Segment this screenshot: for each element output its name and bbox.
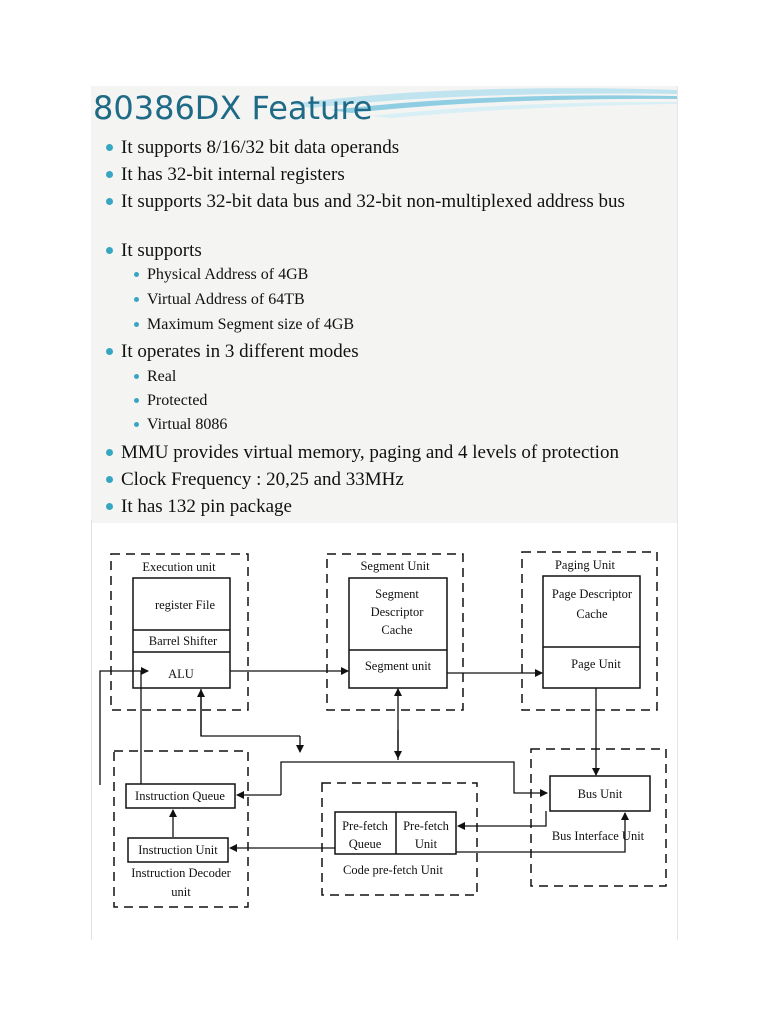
slide-title: 80386DX Feature: [93, 89, 373, 127]
bullet-modes: It operates in 3 different modes: [106, 341, 359, 362]
sub-bullet-virtual-8086: Virtual 8086: [133, 416, 228, 433]
slide: 80386DX Feature: [91, 86, 677, 523]
segment-descriptor-line3: Cache: [381, 623, 413, 637]
bus-unit-box: [549, 775, 651, 812]
block-diagram: Execution unit register File Barrel Shif…: [91, 530, 677, 940]
barrel-shifter-label: Barrel Shifter: [149, 634, 218, 648]
segment-unit-boundary: [326, 553, 464, 711]
code-prefetch-label: Code pre-fetch Unit: [343, 863, 443, 877]
bullet-clock-frequency: Clock Frequency : 20,25 and 33MHz: [106, 469, 404, 490]
instruction-queue-label: Instruction Queue: [135, 789, 225, 803]
instruction-decoder-boundary: [113, 750, 249, 908]
bullet-it-supports: It supports: [106, 240, 202, 261]
paging-box: [542, 575, 641, 689]
prefetch-unit-line1: Pre-fetch: [403, 819, 450, 833]
paging-unit-boundary: [521, 551, 658, 711]
prefetch-queue-line2: Queue: [349, 837, 382, 851]
bullet-data-operands: It supports 8/16/32 bit data operands: [105, 137, 400, 158]
instruction-unit-box: [127, 837, 229, 863]
unit-boundaries: [110, 551, 667, 908]
paging-unit-title: Paging Unit: [555, 558, 616, 572]
execution-unit-label: Execution unit: [142, 560, 216, 574]
page-unit-label: Page Unit: [571, 657, 621, 671]
bus-unit-label: Bus Unit: [578, 787, 623, 801]
prefetch-unit-line2: Unit: [415, 837, 438, 851]
sub-bullet-protected: Protected: [133, 392, 208, 409]
register-alu-box: [132, 577, 231, 689]
title-swoosh: [291, 88, 677, 118]
instruction-decoder-line1: Instruction Decoder: [131, 866, 231, 880]
bullet-data-bus: It supports 32-bit data bus and 32-bit n…: [106, 190, 661, 213]
sub-bullet-segment-size: Maximum Segment size of 4GB: [133, 316, 355, 333]
segment-unit-title: Segment Unit: [360, 559, 430, 573]
segment-descriptor-line1: Segment: [375, 587, 419, 601]
sub-bullet-physical-address: Physical Address of 4GB: [133, 266, 309, 283]
instruction-unit-label: Instruction Unit: [138, 843, 218, 857]
instruction-queue-box: [125, 783, 236, 809]
page-descriptor-line2: Cache: [576, 607, 608, 621]
left-edge-line: [91, 520, 92, 940]
bullet-pin-package: It has 132 pin package: [106, 496, 292, 517]
sub-bullet-real: Real: [133, 368, 177, 385]
bus-interface-boundary: [530, 748, 667, 887]
alu-label: ALU: [168, 667, 194, 681]
bus-interface-label: Bus Interface Unit: [552, 829, 645, 843]
execution-unit-boundary: [110, 553, 249, 711]
instruction-decoder-line2: unit: [171, 885, 191, 899]
segment-unit-box-label: Segment unit: [365, 659, 432, 673]
page-descriptor-line1: Page Descriptor: [552, 587, 633, 601]
bullet-mmu: MMU provides virtual memory, paging and …: [106, 442, 619, 463]
prefetch-queue-line1: Pre-fetch: [342, 819, 389, 833]
bullet-internal-registers: It has 32-bit internal registers: [106, 164, 345, 185]
right-edge-line: [677, 86, 678, 940]
segment-descriptor-line2: Descriptor: [371, 605, 425, 619]
sub-bullet-virtual-address: Virtual Address of 64TB: [134, 291, 305, 308]
connection-arrows: [99, 667, 629, 853]
code-prefetch-boundary: [321, 782, 478, 896]
register-file-label: register File: [155, 598, 216, 612]
